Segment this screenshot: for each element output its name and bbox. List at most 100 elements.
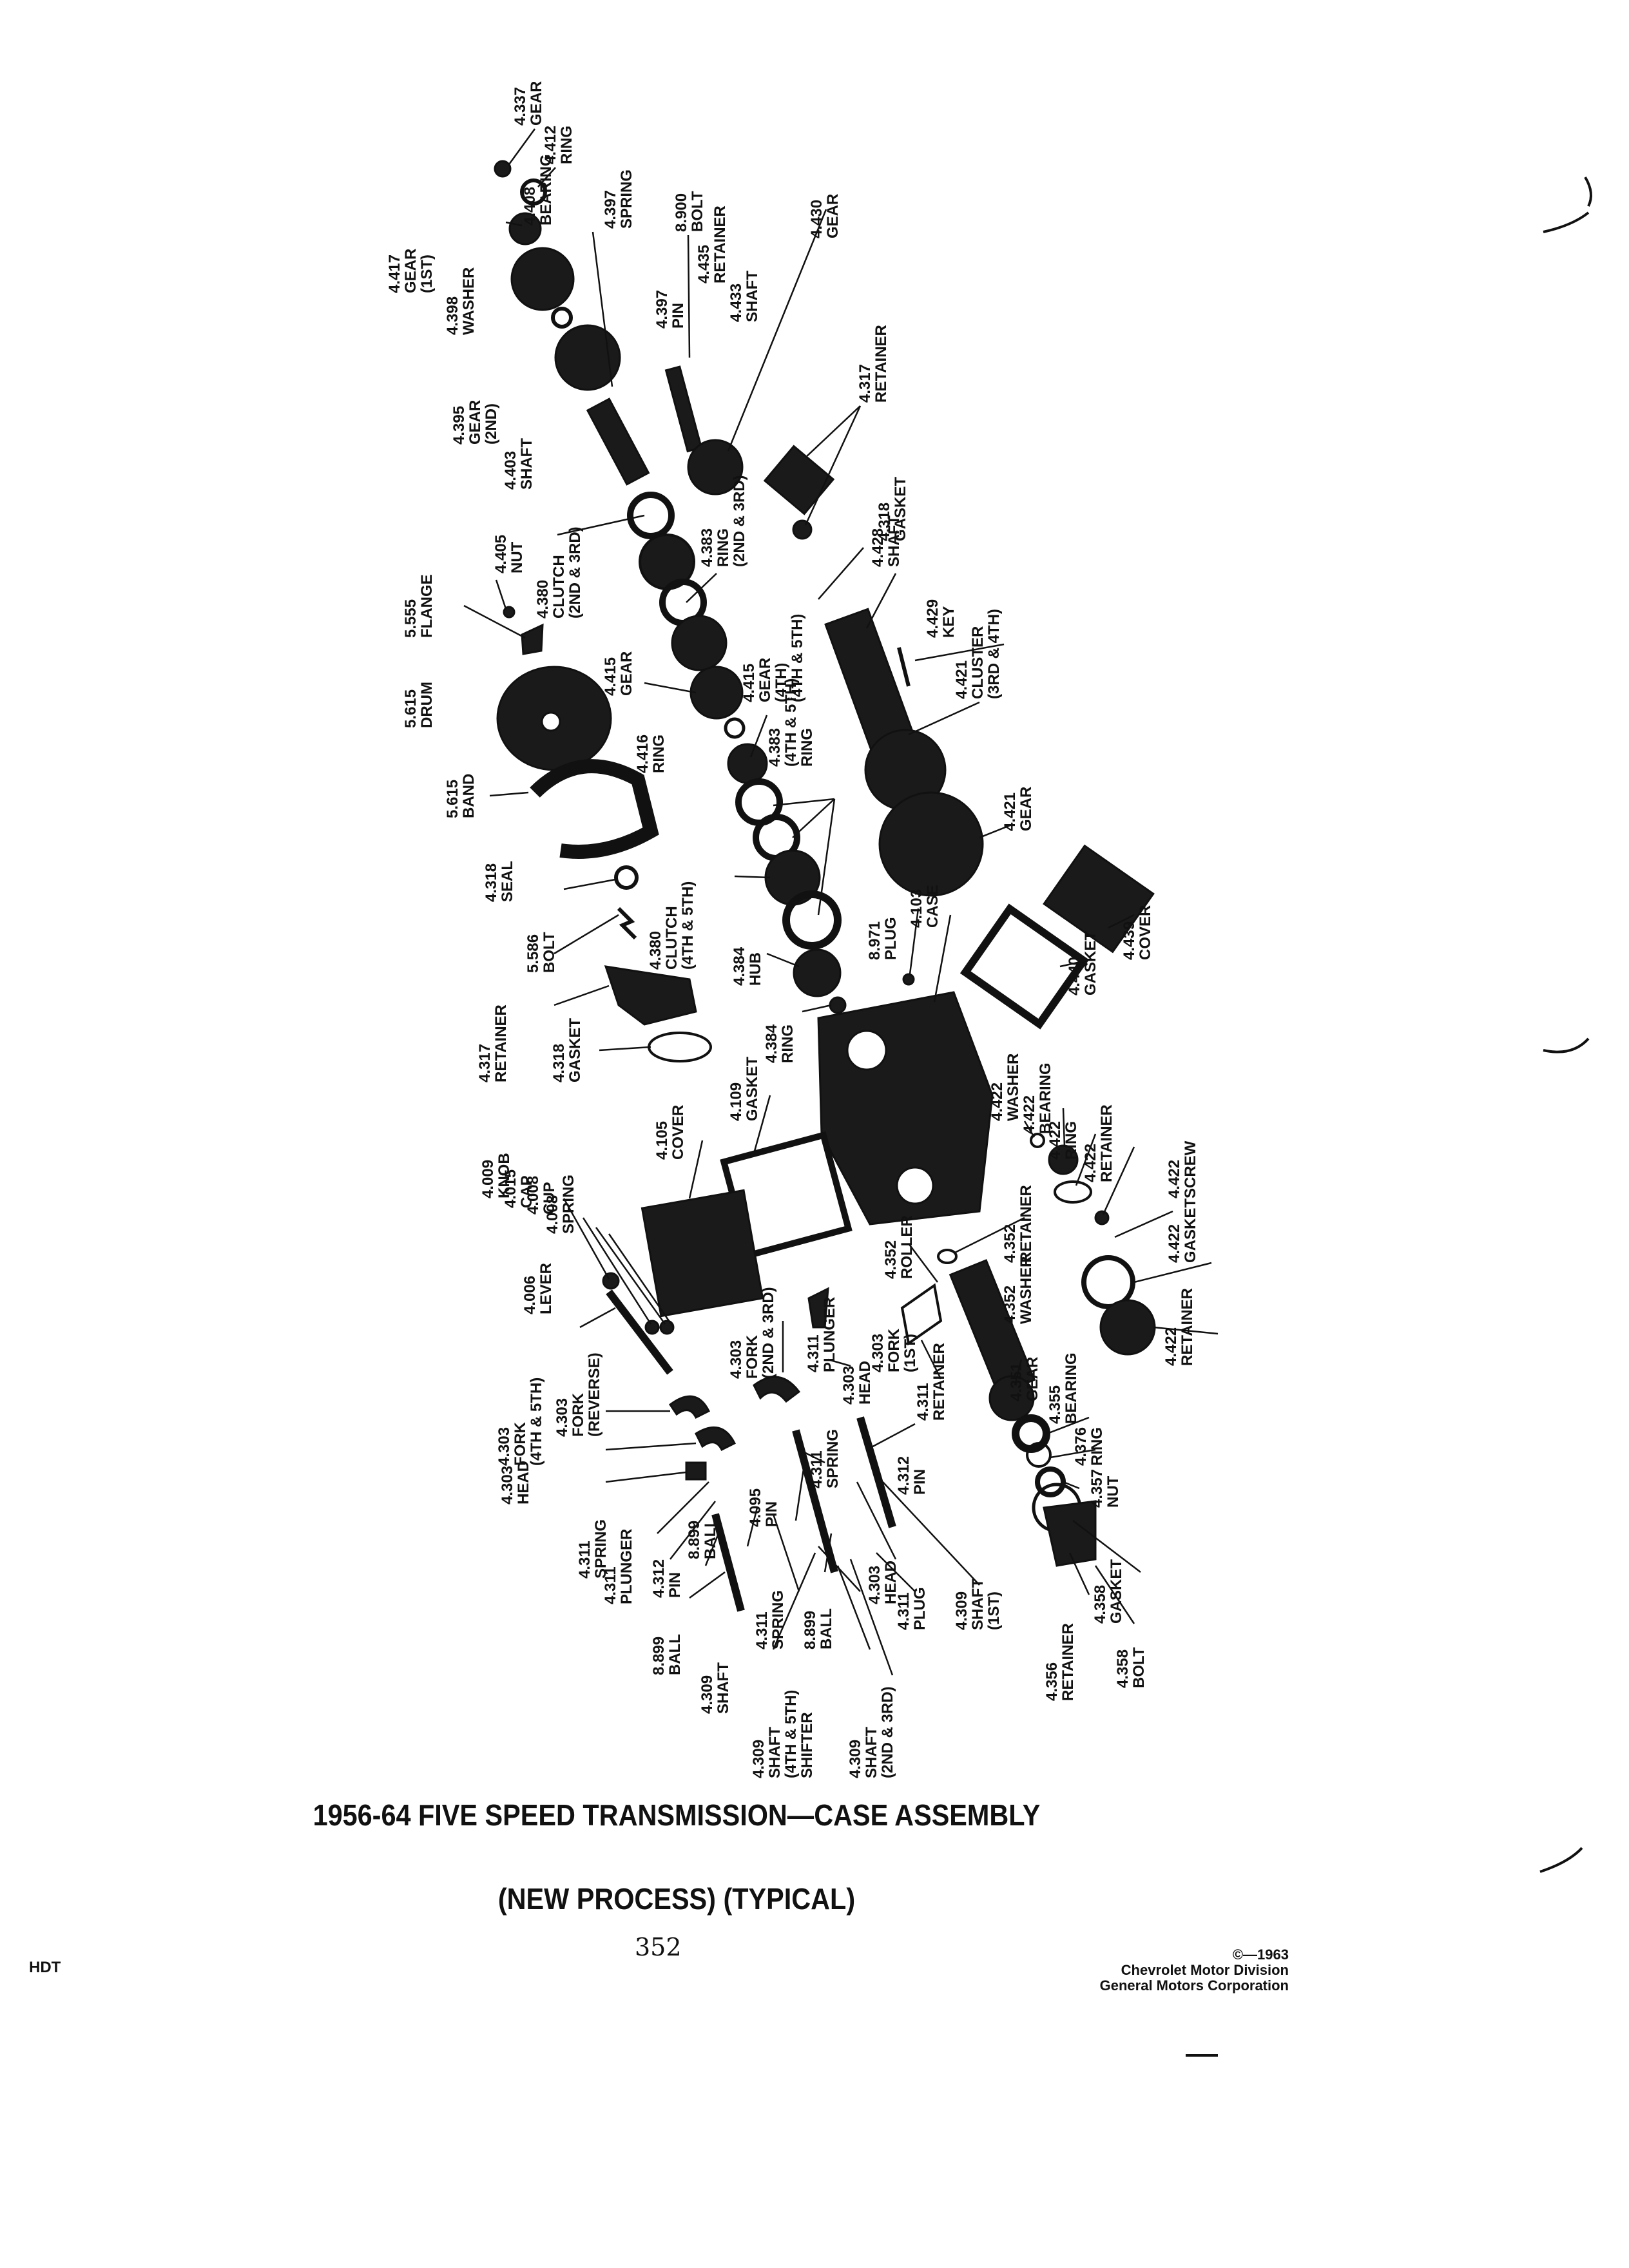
part-label-line: PLUNGER bbox=[618, 1528, 635, 1604]
part-label-line: GEAR bbox=[1024, 1356, 1041, 1401]
part-label-line: 4.440 bbox=[1066, 956, 1083, 995]
part-label-line: 4.317 bbox=[476, 1043, 494, 1082]
part-washer-4398 bbox=[551, 307, 573, 329]
part-label-line: SHAFT bbox=[969, 1579, 987, 1630]
part-label-line: 4.417 bbox=[386, 254, 403, 293]
part-label-line: (3RD & 4TH) bbox=[985, 608, 1003, 699]
part-label-line: 4.422 bbox=[1166, 1224, 1183, 1263]
part-label-line: (4TH & 5TH) bbox=[782, 678, 800, 767]
part-gear-4351 bbox=[988, 1375, 1035, 1421]
part-label-line: FORK bbox=[512, 1422, 529, 1466]
part-label-line: GASKET bbox=[1108, 1559, 1125, 1624]
part-label-line: 4.383 bbox=[699, 528, 716, 567]
part-label-line: BALL bbox=[818, 1608, 835, 1649]
part-label-line: GEAR bbox=[402, 248, 419, 293]
part-label-line: SHAFT bbox=[715, 1662, 732, 1714]
part-label-line: LEVER bbox=[537, 1262, 555, 1314]
part-label-line: 4.311 bbox=[895, 1592, 912, 1630]
leader-lines bbox=[463, 128, 1219, 1676]
part-label-line: 4.439 bbox=[1121, 921, 1138, 960]
part-label-line: 4.422 bbox=[1162, 1327, 1180, 1366]
part-hub-4384 bbox=[793, 948, 842, 997]
part-label-line: BALL bbox=[702, 1518, 719, 1559]
copyright-notice: ©—1963 Chevrolet Motor Division General … bbox=[1044, 1947, 1289, 1994]
part-label-line: RING bbox=[798, 728, 816, 767]
part-label-line: 4.105 bbox=[653, 1120, 671, 1160]
part-label-line: HEAD bbox=[856, 1360, 874, 1405]
part-label-line: SPRING bbox=[560, 1174, 577, 1234]
part-label-line: FORK bbox=[744, 1335, 761, 1379]
part-label-line: WASHER bbox=[460, 267, 477, 335]
part-label-line: PIN bbox=[670, 302, 687, 329]
part-label-line: PLUG bbox=[882, 917, 900, 960]
copyright-year: ©—1963 bbox=[1232, 1946, 1289, 1963]
part-label-line: 4.416 bbox=[634, 734, 651, 773]
copyright-division: Chevrolet Motor Division bbox=[1121, 1962, 1289, 1978]
part-label-line: BEARING bbox=[537, 154, 555, 226]
part-label-line: 4.358 bbox=[1092, 1584, 1109, 1624]
part-label-line: GASKET bbox=[1182, 1198, 1199, 1263]
part-label-line: 4.311 bbox=[805, 1334, 822, 1372]
part-shaft-4309-c bbox=[856, 1416, 896, 1528]
part-label-line: SCREW bbox=[1182, 1140, 1199, 1198]
part-gear-4415-a bbox=[689, 666, 744, 720]
part-label-line: 4.395 bbox=[450, 405, 468, 445]
part-seal-4318 bbox=[614, 865, 639, 890]
part-label-line: (2ND & 3RD) bbox=[760, 1287, 777, 1379]
part-bearing-4408 bbox=[508, 212, 542, 245]
part-label-line: BEARING bbox=[1063, 1352, 1080, 1424]
part-label-line: CLUTCH bbox=[663, 906, 680, 970]
part-label-line: 4.355 bbox=[1046, 1385, 1064, 1424]
part-label-line: ROLLER bbox=[898, 1215, 916, 1279]
part-label-line: 8.899 bbox=[650, 1636, 668, 1675]
part-label-line: 4.309 bbox=[847, 1739, 864, 1778]
part-label-line: 4.380 bbox=[647, 930, 664, 970]
part-label-line: PIN bbox=[763, 1501, 780, 1527]
part-gear-4337 bbox=[494, 160, 512, 178]
part-label-line: 5.555 bbox=[402, 599, 419, 638]
part-nut-4405 bbox=[503, 606, 516, 619]
part-label-line: CASE bbox=[924, 885, 941, 928]
part-label-line: (4TH & 5TH) bbox=[679, 881, 697, 970]
part-label-line: 4.303 bbox=[728, 1340, 745, 1379]
part-ring-4383-e bbox=[782, 890, 842, 950]
part-label-line: CLUTCH bbox=[550, 555, 568, 619]
part-label-line: 4.422 bbox=[1021, 1095, 1038, 1134]
part-label-line: 4.397 bbox=[653, 289, 671, 329]
diagram-title: 1956-64 FIVE SPEED TRANSMISSION—CASE ASS… bbox=[313, 1798, 1041, 1832]
part-lever-4006 bbox=[606, 1289, 673, 1375]
part-label-line: (2ND & 3RD) bbox=[566, 526, 584, 619]
part-label-line: 5.615 bbox=[444, 779, 461, 818]
part-label-line: GASKET bbox=[744, 1056, 761, 1121]
part-washer-4422 bbox=[1030, 1133, 1045, 1148]
part-label-line: (4TH & 5TH) bbox=[782, 1689, 800, 1778]
part-label-line: BAND bbox=[460, 773, 477, 818]
part-label-p26: 4.383(4TH & 5TH)RING bbox=[766, 678, 816, 767]
part-key-4429 bbox=[897, 647, 911, 687]
